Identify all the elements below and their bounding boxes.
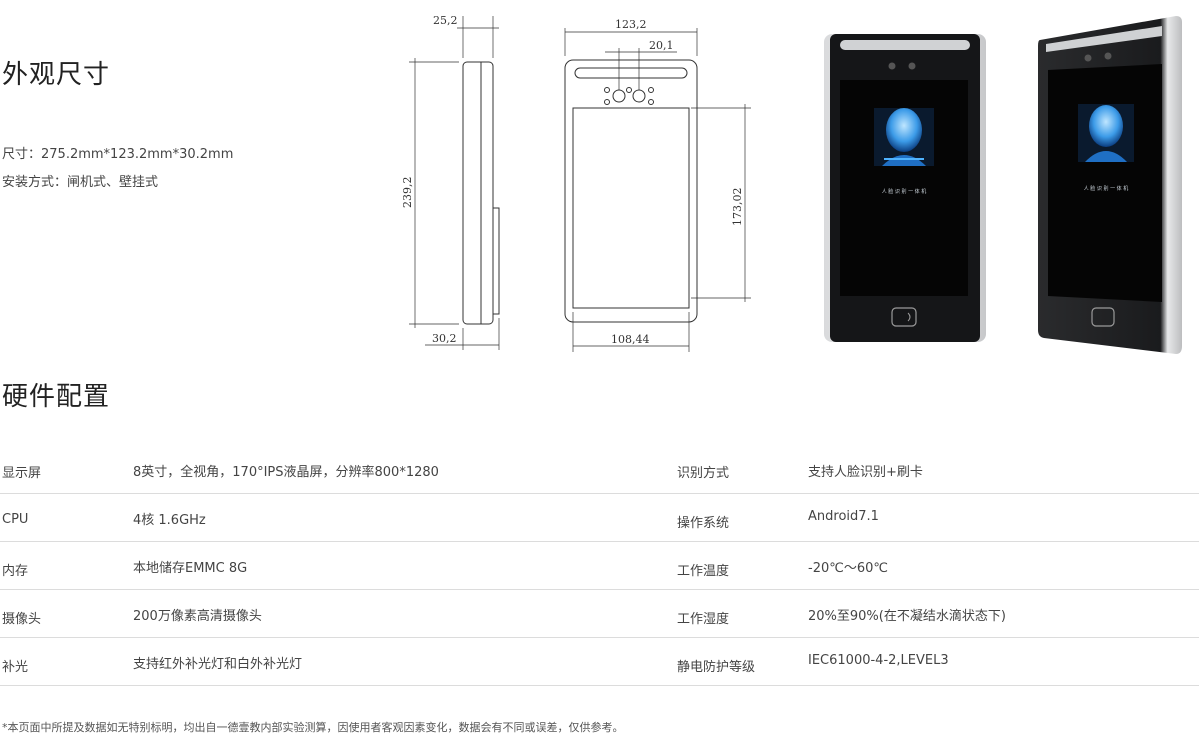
size-spec: 尺寸：275.2mm*123.2mm*30.2mm [2, 147, 234, 162]
spec-label: 识别方式 [677, 466, 730, 481]
spec-label: 工作温度 [677, 564, 730, 579]
spec-value: IEC61000-4-2,LEVEL3 [808, 653, 949, 668]
device-angled-image: 人 脸 识 别 一 体 机 [1038, 16, 1182, 354]
dim-side-top: 25,2 [433, 14, 458, 27]
spec-label: 摄像头 [2, 612, 42, 627]
hardware-title: 硬件配置 [2, 382, 111, 412]
spec-label: 内存 [2, 564, 29, 579]
spec-value: 支持人脸识别+刷卡 [808, 465, 923, 480]
footnote: *本页面中所提及数据如无特别标明，均出自一德壹教内部实验测算，因使用者客观因素变… [2, 721, 624, 734]
dimension-drawing: 25,2 239,2 30,2 123,2 20,1 173,02 108,44 [401, 14, 751, 352]
dim-screen-height: 173,02 [731, 188, 744, 227]
spec-value: 8英寸，全视角，170°IPS液晶屏，分辨率800*1280 [133, 465, 439, 480]
dim-camera-gap: 20,1 [649, 39, 674, 52]
spec-label: CPU [2, 512, 29, 527]
install-spec: 安装方式：闸机式、壁挂式 [2, 175, 159, 190]
spec-value: 200万像素高清摄像头 [133, 609, 262, 624]
spec-value: -20℃～60℃ [808, 561, 888, 576]
spec-row: CPU 4核 1.6GHz 操作系统 Android7.1 [0, 493, 1199, 542]
spec-label: 静电防护等级 [677, 660, 756, 675]
spec-value: 支持红外补光灯和白外补光灯 [133, 657, 303, 672]
spec-row: 补光 支持红外补光灯和白外补光灯 静电防护等级 IEC61000-4-2,LEV… [0, 637, 1199, 686]
spec-row: 显示屏 8英寸，全视角，170°IPS液晶屏，分辨率800*1280 识别方式 … [0, 445, 1199, 494]
dim-screen-width: 108,44 [611, 333, 650, 346]
spec-value: 本地储存EMMC 8G [133, 561, 248, 576]
spec-label: 工作湿度 [677, 612, 730, 627]
spec-value: 20%至90%(在不凝结水滴状态下) [808, 609, 1006, 624]
device-angled-screen-text: 人 脸 识 别 一 体 机 [1084, 185, 1129, 192]
device-front-image: 人 脸 识 别 一 体 机 [824, 34, 986, 342]
spec-label: 显示屏 [2, 466, 42, 481]
dim-side-height: 239,2 [401, 177, 414, 209]
spec-row: 摄像头 200万像素高清摄像头 工作湿度 20%至90%(在不凝结水滴状态下) [0, 589, 1199, 638]
appearance-title: 外观尺寸 [2, 60, 111, 90]
spec-label: 补光 [2, 660, 29, 675]
dim-front-width: 123,2 [615, 18, 647, 31]
dim-side-bottom: 30,2 [432, 332, 457, 345]
spec-value: 4核 1.6GHz [133, 513, 206, 528]
spec-value: Android7.1 [808, 509, 879, 524]
spec-row: 内存 本地储存EMMC 8G 工作温度 -20℃～60℃ [0, 541, 1199, 590]
spec-label: 操作系统 [677, 516, 730, 531]
device-screen-text: 人 脸 识 别 一 体 机 [882, 188, 927, 195]
